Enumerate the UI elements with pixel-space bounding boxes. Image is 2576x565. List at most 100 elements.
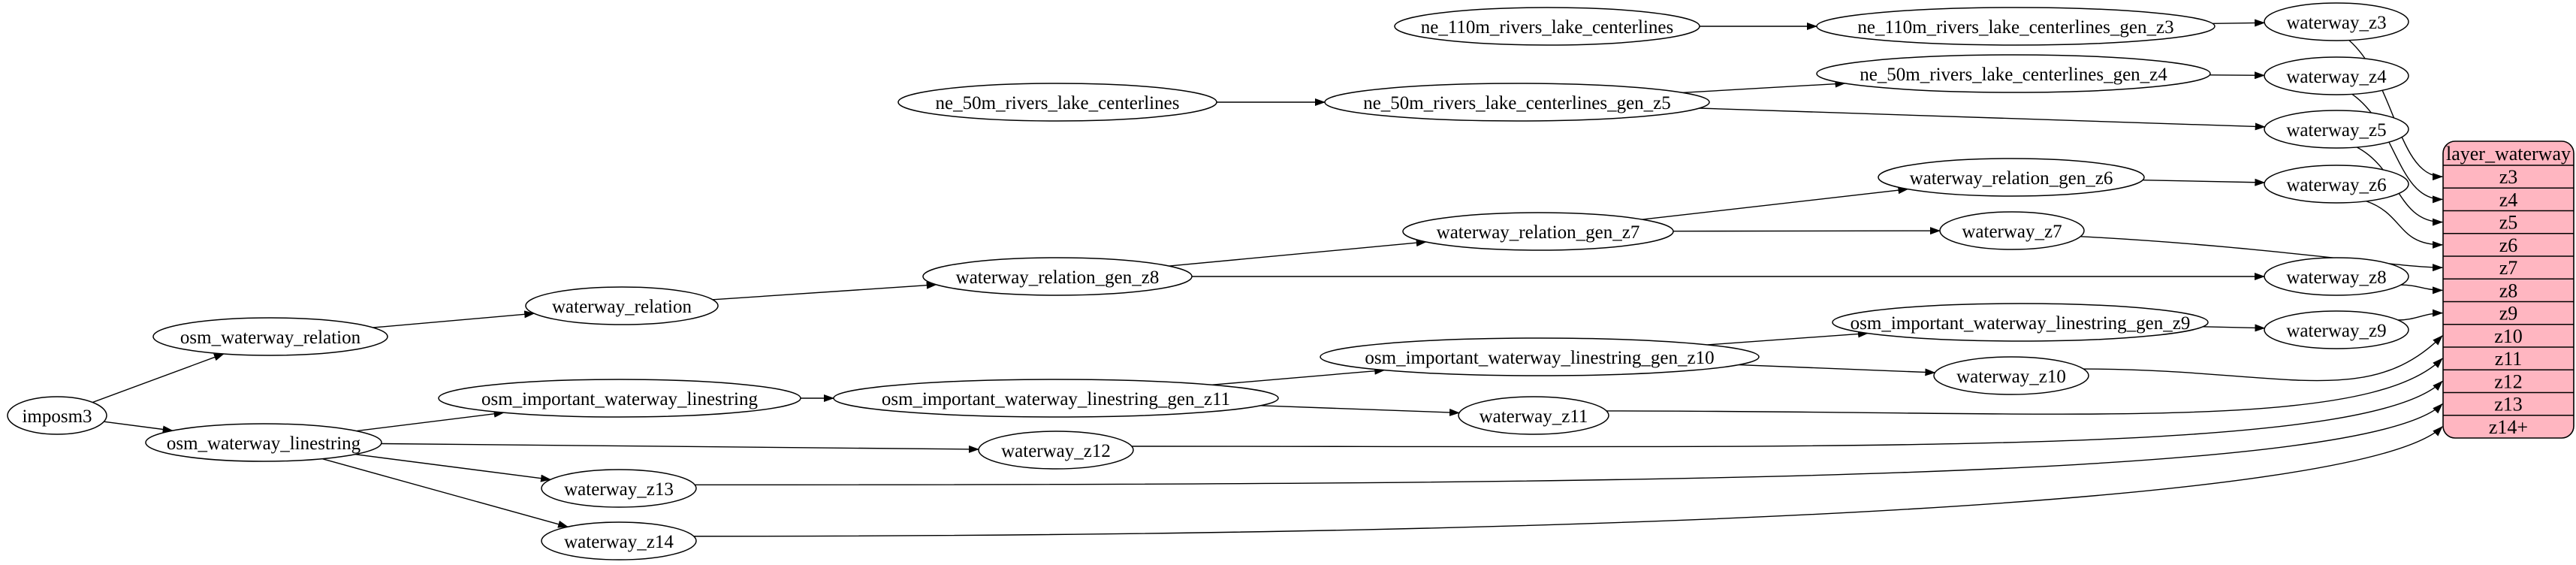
node-label: waterway_relation_gen_z6 bbox=[1910, 168, 2113, 189]
edge-osm_waterway_linestring-to-waterway_z12 bbox=[381, 443, 980, 453]
edge-osm_waterway_linestring-to-waterway_z13 bbox=[354, 454, 552, 482]
layer-waterway-table: layer_waterwayz3z4z5z6z7z8z9z10z11z12z13… bbox=[2442, 140, 2574, 439]
node-ellipse bbox=[2264, 165, 2409, 204]
node-waterway_z8: waterway_z8 bbox=[2264, 257, 2409, 296]
node-waterway_z10: waterway_z10 bbox=[1933, 356, 2089, 395]
table-row-z5: z5 bbox=[2499, 212, 2518, 234]
node-label: waterway_z9 bbox=[2286, 321, 2386, 341]
node-osm_important_waterway_linestring_gen_z11: osm_important_waterway_linestring_gen_z1… bbox=[833, 379, 1279, 418]
node-waterway_z4: waterway_z4 bbox=[2264, 56, 2409, 95]
edge-osm_important_waterway_linestring_gen_z10-to-waterway_z10 bbox=[1738, 364, 1936, 376]
node-imposm3: imposm3 bbox=[7, 396, 107, 435]
node-waterway_relation: waterway_relation bbox=[525, 286, 719, 325]
table-row-z11: z11 bbox=[2495, 348, 2523, 370]
edge-imposm3-to-osm_waterway_relation bbox=[92, 353, 225, 403]
node-waterway_z12: waterway_z12 bbox=[978, 431, 1134, 470]
edge-waterway_z7-to-row-z7 bbox=[2080, 236, 2443, 272]
node-ellipse bbox=[1816, 54, 2211, 93]
node-waterway_relation_gen_z6: waterway_relation_gen_z6 bbox=[1878, 158, 2145, 197]
node-waterway_z14: waterway_z14 bbox=[541, 521, 697, 560]
node-ellipse bbox=[1458, 396, 1609, 435]
edge-waterway_relation_gen_z6-to-waterway_z6 bbox=[2143, 178, 2266, 186]
node-ellipse bbox=[1832, 303, 2209, 342]
edge-imposm3-to-osm_waterway_linestring bbox=[104, 421, 173, 434]
node-ellipse bbox=[1320, 337, 1760, 376]
node-label: osm_important_waterway_linestring bbox=[481, 389, 758, 409]
node-ellipse bbox=[978, 431, 1134, 470]
node-ellipse bbox=[2264, 257, 2409, 296]
node-waterway_z7: waterway_z7 bbox=[1939, 211, 2085, 250]
node-label: waterway_z12 bbox=[1001, 441, 1111, 461]
node-ellipse bbox=[1878, 158, 2145, 197]
node-ne_50m_rivers_lake_centerlines_gen_z4: ne_50m_rivers_lake_centerlines_gen_z4 bbox=[1816, 54, 2211, 93]
table-row-z13: z13 bbox=[2494, 394, 2523, 415]
node-ellipse bbox=[1816, 7, 2216, 46]
node-label: waterway_relation bbox=[552, 297, 692, 317]
edge-osm_important_waterway_linestring_gen_z9-to-waterway_z9 bbox=[2203, 324, 2266, 332]
edges-layer bbox=[92, 19, 2443, 537]
node-waterway_z6: waterway_z6 bbox=[2264, 165, 2409, 204]
node-ellipse bbox=[1402, 212, 1674, 251]
table-row-z6: z6 bbox=[2499, 234, 2518, 256]
node-ne_110m_rivers_lake_centerlines: ne_110m_rivers_lake_centerlines bbox=[1394, 7, 1700, 46]
edge-osm_important_waterway_linestring_gen_z11-to-osm_important_waterway_linestring_gen_z10 bbox=[1212, 367, 1386, 385]
node-label: ne_50m_rivers_lake_centerlines bbox=[936, 93, 1180, 113]
node-waterway_z13: waterway_z13 bbox=[541, 469, 697, 508]
node-osm_important_waterway_linestring_gen_z10: osm_important_waterway_linestring_gen_z1… bbox=[1320, 337, 1760, 376]
node-label: waterway_relation_gen_z8 bbox=[956, 267, 1160, 288]
node-label: waterway_relation_gen_z7 bbox=[1437, 222, 1640, 243]
node-label: osm_waterway_relation bbox=[180, 328, 361, 348]
node-label: waterway_z5 bbox=[2286, 120, 2386, 140]
table-row-z4: z4 bbox=[2499, 189, 2518, 210]
edge-waterway_z11-to-row-z11 bbox=[1606, 358, 2443, 415]
edge-osm_waterway_linestring-to-waterway_z14 bbox=[322, 458, 569, 528]
edge-ne_50m_rivers_lake_centerlines_gen_z5-to-waterway_z5 bbox=[1699, 107, 2266, 131]
table-row-z3: z3 bbox=[2499, 166, 2518, 188]
edge-waterway_z6-to-row-z6 bbox=[2366, 201, 2443, 249]
node-ellipse bbox=[2264, 110, 2409, 149]
node-waterway_z3: waterway_z3 bbox=[2264, 2, 2409, 41]
node-ellipse bbox=[7, 396, 107, 435]
node-osm_important_waterway_linestring_gen_z9: osm_important_waterway_linestring_gen_z9 bbox=[1832, 303, 2209, 342]
node-label: ne_110m_rivers_lake_centerlines_gen_z3 bbox=[1857, 17, 2173, 38]
node-label: waterway_z11 bbox=[1480, 406, 1588, 427]
node-ne_50m_rivers_lake_centerlines: ne_50m_rivers_lake_centerlines bbox=[897, 83, 1217, 122]
node-osm_waterway_linestring: osm_waterway_linestring bbox=[145, 423, 382, 462]
edge-osm_waterway_linestring-to-osm_important_waterway_linestring bbox=[356, 409, 505, 432]
node-label: osm_important_waterway_linestring_gen_z1… bbox=[1365, 348, 1714, 368]
node-ellipse bbox=[525, 286, 719, 325]
edge-waterway_z13-to-row-z13 bbox=[695, 403, 2443, 486]
table-row-z10: z10 bbox=[2494, 325, 2523, 347]
node-ellipse bbox=[833, 379, 1279, 418]
node-ellipse bbox=[2264, 310, 2409, 349]
edge-waterway_z12-to-row-z12 bbox=[1131, 380, 2443, 448]
node-ellipse bbox=[152, 317, 388, 356]
node-ellipse bbox=[1939, 211, 2085, 250]
table-row-z7: z7 bbox=[2499, 257, 2518, 279]
node-label: waterway_z14 bbox=[564, 532, 674, 552]
edge-waterway_z14-to-row-z14+ bbox=[693, 426, 2443, 537]
node-ellipse bbox=[2264, 56, 2409, 95]
node-ne_110m_rivers_lake_centerlines_gen_z3: ne_110m_rivers_lake_centerlines_gen_z3 bbox=[1816, 7, 2216, 46]
edge-waterway_z4-to-row-z4 bbox=[2351, 93, 2443, 204]
node-label: osm_important_waterway_linestring_gen_z1… bbox=[882, 389, 1230, 409]
table-row-z9: z9 bbox=[2499, 303, 2518, 325]
node-ellipse bbox=[438, 379, 801, 418]
edge-osm_waterway_relation-to-waterway_relation bbox=[373, 310, 535, 328]
edge-ne_50m_rivers_lake_centerlines_gen_z4-to-waterway_z4 bbox=[2210, 71, 2266, 80]
edge-osm_important_waterway_linestring_gen_z10-to-osm_important_waterway_linestring_gen_z9 bbox=[1707, 330, 1869, 346]
node-label: imposm3 bbox=[22, 406, 92, 427]
node-ellipse bbox=[541, 469, 697, 508]
table-row-z8: z8 bbox=[2499, 279, 2518, 301]
node-label: ne_110m_rivers_lake_centerlines bbox=[1421, 17, 1673, 38]
table-header: layer_waterway bbox=[2446, 143, 2571, 165]
node-label: ne_50m_rivers_lake_centerlines_gen_z4 bbox=[1860, 65, 2167, 85]
edge-waterway_z9-to-row-z9 bbox=[2397, 309, 2443, 321]
node-label: waterway_z13 bbox=[564, 479, 674, 500]
node-label: waterway_z7 bbox=[1962, 222, 2062, 242]
edge-ne_50m_rivers_lake_centerlines_gen_z5-to-ne_50m_rivers_lake_centerlines_gen_z4 bbox=[1682, 80, 1846, 94]
node-osm_waterway_relation: osm_waterway_relation bbox=[152, 317, 388, 356]
edge-waterway_relation-to-waterway_relation_gen_z8 bbox=[712, 281, 937, 301]
node-waterway_relation_gen_z8: waterway_relation_gen_z8 bbox=[922, 257, 1193, 296]
